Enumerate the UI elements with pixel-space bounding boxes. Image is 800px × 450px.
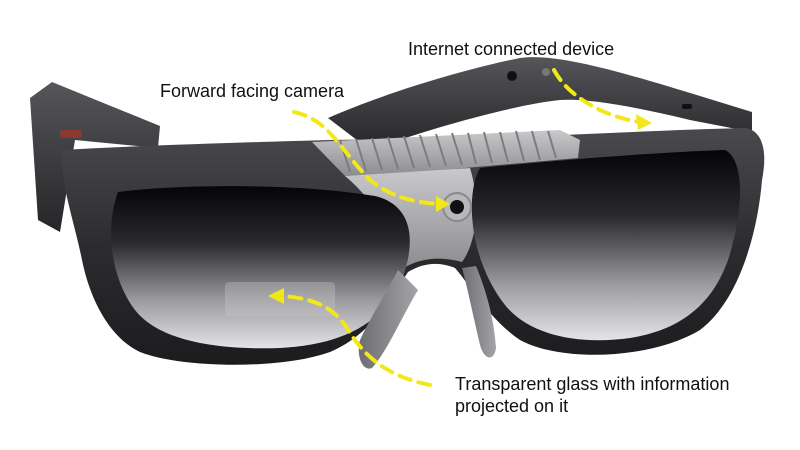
transparent-glass-label-line2: projected on it	[455, 395, 729, 417]
internet-device-label: Internet connected device	[408, 38, 614, 60]
temple-sensor-icon	[542, 68, 550, 76]
camera-lens-icon	[450, 200, 464, 214]
left-lens	[111, 186, 410, 348]
internet-device-arrowhead-icon	[636, 114, 652, 130]
transparent-glass-label-line1: Transparent glass with information	[455, 373, 729, 395]
temple-sensor-icon	[507, 71, 517, 81]
temple-port-icon	[682, 104, 692, 109]
transparent-glass-label: Transparent glass with information proje…	[455, 373, 729, 417]
forward-camera-label: Forward facing camera	[160, 80, 344, 102]
temple-button-icon	[60, 130, 82, 138]
